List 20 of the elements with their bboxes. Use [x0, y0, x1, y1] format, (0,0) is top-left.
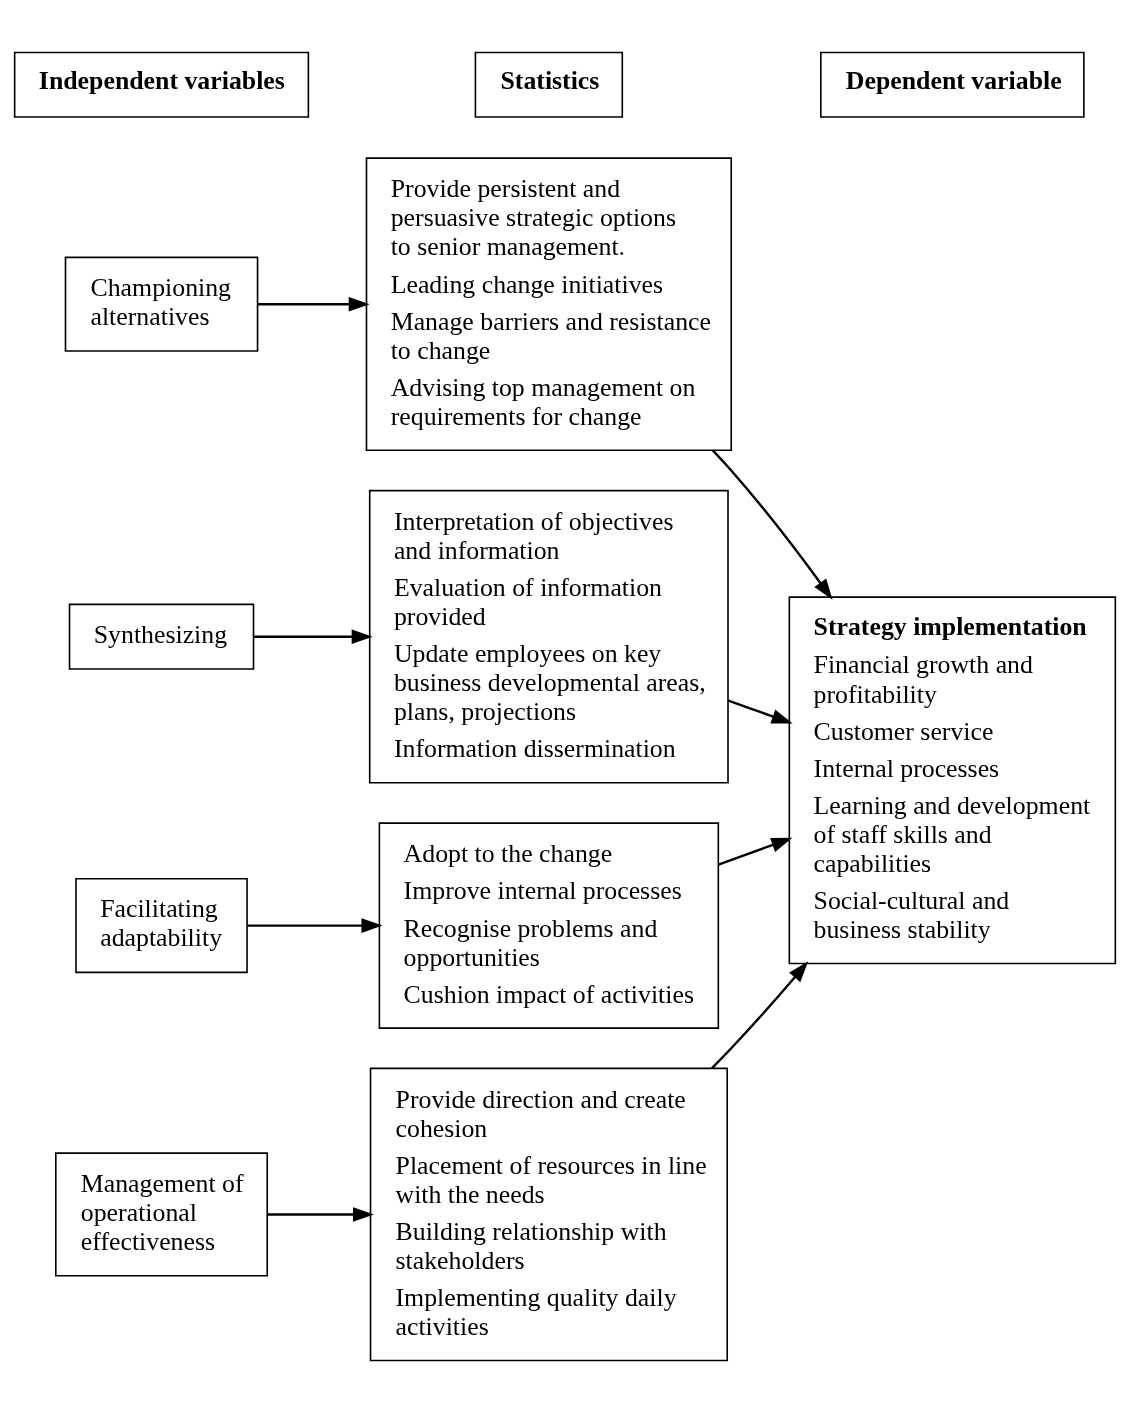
- arrow: [267, 1207, 374, 1222]
- node-box: Independent variables: [13, 51, 310, 118]
- arrow: [257, 296, 370, 312]
- arrow: [711, 449, 833, 600]
- arrow: [727, 699, 793, 724]
- arrow: [253, 629, 373, 645]
- node-box: Facilitating adaptability: [75, 878, 248, 974]
- arrow: [247, 918, 383, 933]
- node-box: Championing alternatives: [64, 256, 259, 352]
- node-box: Management of operational effectiveness: [55, 1152, 269, 1277]
- arrow: [710, 961, 809, 1070]
- node-box: Provide direction and create cohesion Placement of resources in line with the needs Building relationship with stakeholders Implementing quality daily activities: [369, 1067, 728, 1362]
- node-box: Strategy implementation Financial growth and profitability Customer service Internal processes Learning and development of staff skills and capabilities Social-cultural and business stability: [788, 596, 1117, 965]
- arrow: [718, 837, 793, 866]
- node-box: Synthesizing: [68, 603, 255, 670]
- node-box: Statistics: [474, 51, 624, 118]
- node-box: Interpretation of objectives and information Evaluation of information provided Update employees on key business developmental areas, plans, projections Information dissermination: [368, 489, 729, 784]
- node-box: Adopt to the change Improve internal processes Recognise problems and opportunities Cushion impact of activities: [378, 822, 720, 1029]
- node-box: Dependent variable: [820, 51, 1085, 118]
- node-box: Provide persistent and persuasive strategic options to senior management. Leading change initiatives Manage barriers and resistance to change Advising top management on requirements for change: [365, 157, 733, 452]
